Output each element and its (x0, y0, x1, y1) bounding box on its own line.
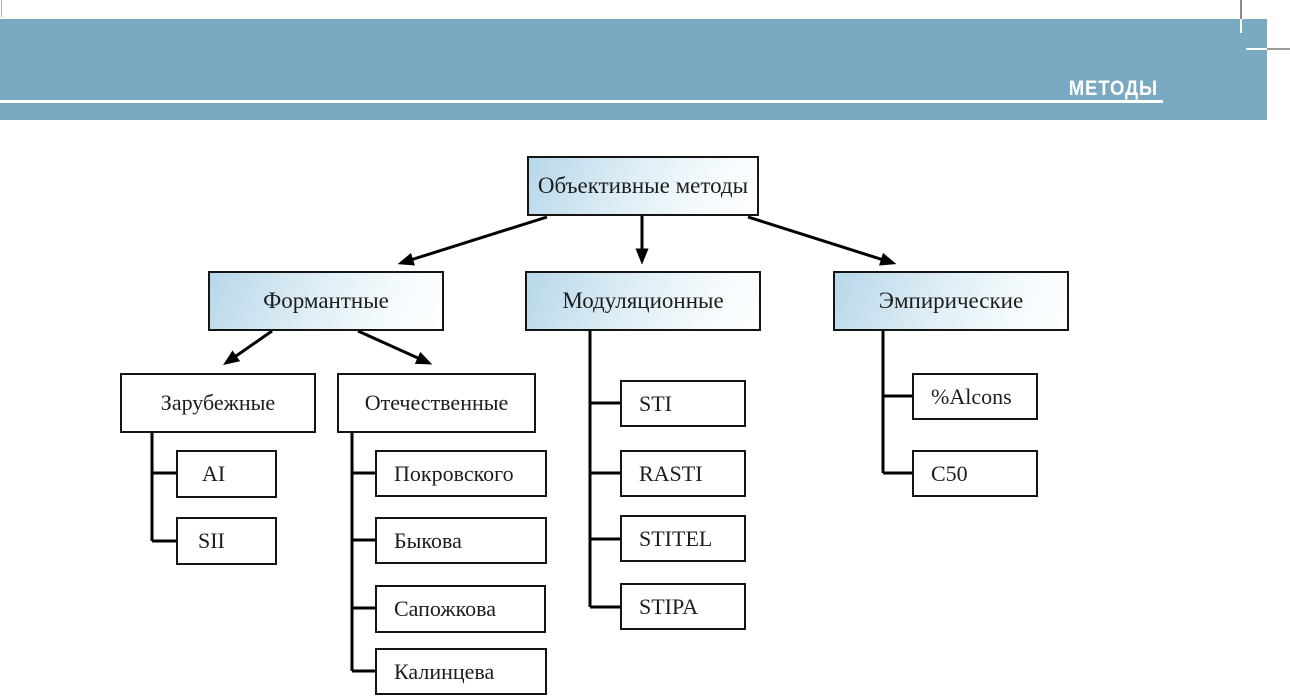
node-sapozhkov: Сапожкова (375, 585, 546, 633)
node-domestic: Отечественные (337, 373, 536, 433)
node-modulation: Модуляционные (525, 271, 761, 331)
node-foreign: Зарубежные (120, 373, 316, 433)
node-bykov: Быкова (375, 517, 547, 564)
crop-mark-top (1240, 0, 1242, 19)
crop-mark-right-inner (1246, 48, 1267, 50)
node-formant: Формантные (208, 271, 444, 331)
crop-mark-right (1267, 48, 1290, 50)
header-bar (0, 19, 1267, 120)
node-objective-methods: Объективные методы (527, 156, 759, 216)
node-pokrovsky: Покровского (375, 450, 547, 497)
node-alcons: %Alcons (912, 373, 1038, 420)
node-sii: SII (176, 517, 277, 565)
node-kalintsev: Калинцева (375, 648, 547, 695)
crop-mark-left (1, 0, 2, 17)
node-c50: C50 (912, 450, 1038, 497)
node-stitel: STITEL (620, 515, 746, 562)
node-rasti: RASTI (620, 450, 746, 497)
crop-mark-top-inner (1240, 19, 1242, 33)
page-title: МЕТОДЫ (1068, 77, 1158, 100)
node-stipa: STIPA (620, 583, 746, 630)
node-ai: AI (176, 450, 277, 498)
node-empirical: Эмпирические (833, 271, 1069, 331)
header-underline (0, 100, 1163, 103)
node-sti: STI (620, 380, 746, 427)
